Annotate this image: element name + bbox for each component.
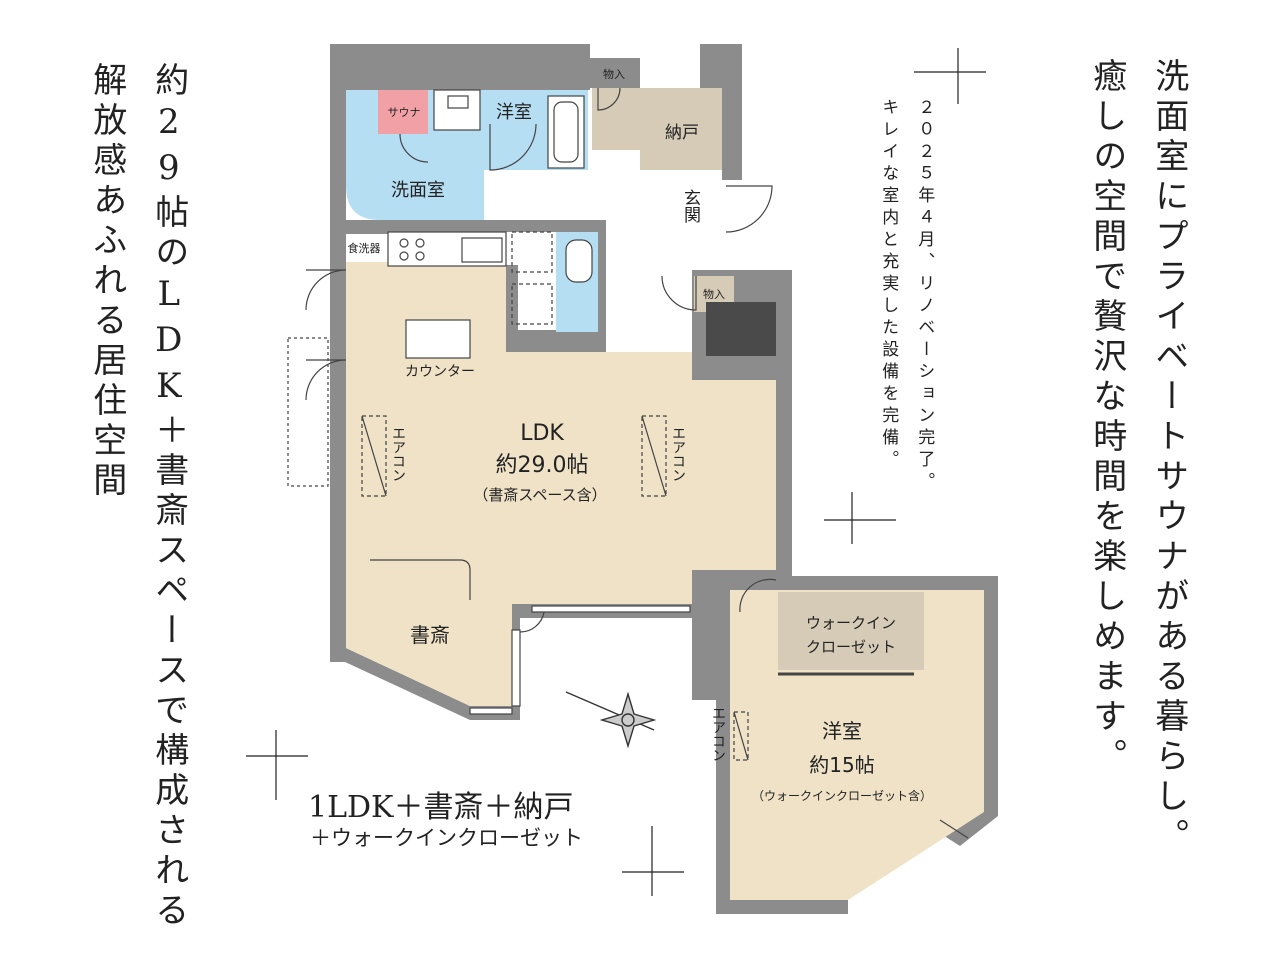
- western-large-size-label: 約15帖: [809, 753, 874, 777]
- compass-icon: [565, 691, 657, 749]
- kitchen-counter-top: [387, 231, 507, 267]
- doors: [305, 87, 969, 839]
- sauna-floor: [378, 90, 428, 134]
- vanity: [433, 89, 481, 131]
- storage-top-floor: [592, 88, 640, 150]
- aircon-right-label: エアコン: [670, 426, 686, 482]
- western-large-note-label: （ウォークインクローゼット含）: [752, 788, 932, 803]
- aircon-bedroom-label: エアコン: [710, 706, 726, 762]
- aircon-left-label: エアコン: [390, 426, 406, 482]
- ldk-name-label: LDK: [520, 421, 564, 446]
- summary-title: 1LDK＋書斎＋納戸: [308, 790, 574, 825]
- right-copy-col2: 癒しの空間で贅沢な時間を楽しめます。: [1086, 58, 1127, 778]
- western-large-label: 洋室: [822, 719, 862, 743]
- storage-top-label: 物入: [603, 67, 625, 81]
- genkan-label: 玄関: [680, 189, 700, 223]
- crosshair-marks: [246, 48, 986, 896]
- storage-mid-label: 物入: [703, 287, 725, 301]
- wic-label-2: クローゼット: [806, 638, 896, 656]
- western-small-label: 洋室: [496, 102, 532, 123]
- study-floor: [346, 560, 512, 706]
- counter-label: カウンター: [405, 364, 475, 380]
- room-labels: サウナ 洋室 物入 納戸 洗面室 玄関 物入 食洗器 カウンター LDK 約29…: [348, 67, 933, 803]
- wic-label-1: ウォークイン: [806, 614, 896, 632]
- dishwasher-label: 食洗器: [348, 241, 381, 255]
- left-copy-col2: 解放感あふれる居住空間: [86, 62, 127, 502]
- washroom-label: 洗面室: [391, 180, 445, 201]
- island-counter: [405, 319, 471, 359]
- right-copy-col1: 洗面室にプライベートサウナがある暮らし。: [1148, 58, 1189, 858]
- nando-floor: [640, 88, 722, 170]
- summary-subtitle: ＋ウォークインクローゼット: [310, 826, 583, 850]
- fixtures: [287, 89, 914, 761]
- study-label: 書斎: [410, 623, 450, 647]
- nando-label: 納戸: [665, 123, 699, 143]
- note-col1: ２０２５年４月、リノベーション完了。: [914, 98, 935, 494]
- note-col2: キレイな室内と充実した設備を完備。: [878, 98, 899, 472]
- dark-block: [706, 302, 776, 356]
- ldk-size-label: 約29.0帖: [496, 453, 589, 478]
- ldk-note-label: （書斎スペース含）: [473, 486, 606, 504]
- left-copy-col1: 約29帖のLDK＋書斎スペースで構成される: [148, 62, 189, 932]
- sauna-label: サウナ: [388, 106, 421, 119]
- wic-floor: [778, 592, 924, 670]
